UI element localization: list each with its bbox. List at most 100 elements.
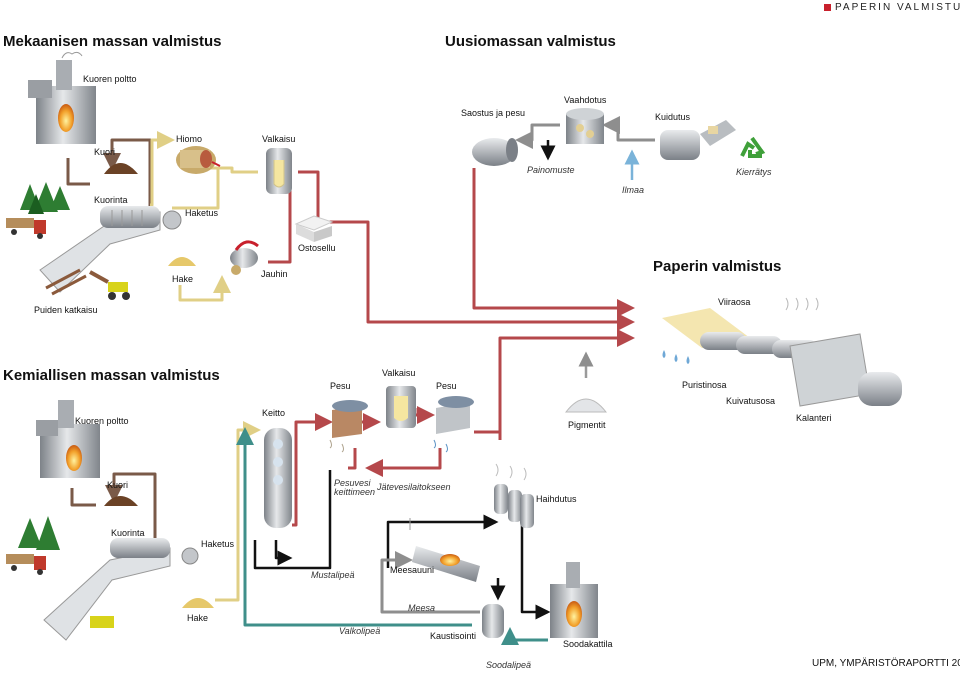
grinder-to-bleach-line xyxy=(210,166,258,174)
wastewater-line xyxy=(365,448,442,477)
header-marker xyxy=(824,4,831,11)
label-valkaisu: Valkaisu xyxy=(262,134,296,144)
label-chem-kuori: Kuori xyxy=(107,480,129,490)
section-title-chemical: Kemiallisen massan valmistus xyxy=(3,367,220,384)
market-pulp-icon xyxy=(294,215,334,242)
label-keittimeen: keittimeen xyxy=(334,487,376,497)
mech-pulp-line xyxy=(298,170,635,331)
label-kuoren-poltto: Kuoren poltto xyxy=(83,74,137,84)
wood-to-grinder-line xyxy=(150,131,175,207)
label-soodakattila: Soodakattila xyxy=(563,639,613,649)
label-ilmaa: Ilmaa xyxy=(622,185,645,195)
label-chem-kuorinta: Kuorinta xyxy=(111,528,145,538)
chipper-icon xyxy=(162,210,182,230)
label-saostus-ja-pesu: Saostus ja pesu xyxy=(461,108,526,118)
loader-icon xyxy=(89,270,130,300)
header-label: PAPERIN VALMISTUS xyxy=(835,2,960,13)
label-valkolipea: Valkolipeä xyxy=(339,626,381,636)
chem-truck-icon xyxy=(6,554,46,575)
refiner-pulp-line xyxy=(268,190,292,264)
causticizer-icon xyxy=(482,604,504,638)
label-pesu-1: Pesu xyxy=(330,381,351,391)
label-soodalipea: Soodalipeä xyxy=(486,660,532,670)
wash-drum-2-icon xyxy=(433,396,474,453)
chem-boiler-icon xyxy=(36,400,100,478)
recycle-icon xyxy=(740,136,766,158)
lime-kiln-icon xyxy=(409,518,480,582)
label-kalanteri: Kalanteri xyxy=(796,413,832,423)
truck-icon xyxy=(6,218,46,239)
bleach-tower-icon xyxy=(266,148,292,194)
wash-drum-icon xyxy=(472,138,518,166)
label-pesuvesi: Pesuvesi xyxy=(334,478,371,488)
label-chem-valkaisu: Valkaisu xyxy=(382,368,416,378)
label-kuori: Kuori xyxy=(94,147,116,157)
bleach-to-wash-line xyxy=(413,406,435,424)
flotation-tank-icon xyxy=(566,108,604,144)
label-chem-hake: Hake xyxy=(187,613,209,623)
chem-bleach-tower-icon xyxy=(386,386,416,428)
label-painomuste: Painomuste xyxy=(527,165,575,175)
bark-to-boiler-line xyxy=(66,158,90,186)
debarking-drum-icon xyxy=(39,206,161,296)
chem-debarking-drum-icon xyxy=(43,538,199,641)
forest-icon xyxy=(20,182,70,214)
pigment-pile-icon xyxy=(564,351,608,413)
white-liquor-line xyxy=(236,427,472,627)
label-chem-kuoren-poltto: Kuoren poltto xyxy=(75,416,129,426)
evap-to-recovery-line xyxy=(520,522,551,620)
label-jatevesilaitokseen: Jätevesilaitokseen xyxy=(377,482,451,492)
boiler-icon xyxy=(28,51,96,144)
chem-bark-line xyxy=(105,472,157,540)
green-liquor-line xyxy=(501,627,548,645)
black-liquor-line xyxy=(253,470,332,570)
label-ostosellu: Ostosellu xyxy=(298,243,336,253)
chem-bark-pile-icon xyxy=(104,496,138,506)
grinder-feed-line xyxy=(172,168,220,210)
label-keitto: Keitto xyxy=(262,408,286,418)
bark-pile-icon xyxy=(104,163,138,174)
label-puristinosa: Puristinosa xyxy=(682,380,727,390)
black-liquor-evap-line xyxy=(386,514,499,568)
label-kierratys: Kierrätys xyxy=(736,167,772,177)
section-title-recycled: Uusiomassan valmistus xyxy=(445,33,616,50)
wash-drum-1-icon xyxy=(329,400,368,453)
evaporator-icon xyxy=(494,463,534,528)
chip-pile-icon xyxy=(168,257,196,266)
label-kaustisointi: Kaustisointi xyxy=(430,631,477,641)
washwater-line xyxy=(348,448,357,470)
label-kuivatusosa: Kuivatusosa xyxy=(726,396,776,406)
refiner-icon xyxy=(230,240,259,275)
bark-flow-line xyxy=(103,138,152,210)
chips-to-refiner-line xyxy=(178,275,231,302)
footer-report: UPM, YMPÄRISTÖRAPORTTI 2008 xyxy=(812,658,960,669)
chem-chips-line xyxy=(215,421,261,602)
label-meesa: Meesa xyxy=(408,603,436,613)
label-haihdutus: Haihdutus xyxy=(536,494,577,504)
label-mustalipea: Mustalipeä xyxy=(311,570,355,580)
chem-forest-icon xyxy=(18,516,60,550)
label-kuidutus: Kuidutus xyxy=(655,112,691,122)
label-kuorinta: Kuorinta xyxy=(94,195,128,205)
recovery-boiler-icon xyxy=(550,562,598,638)
label-jauhin: Jauhin xyxy=(261,269,288,279)
section-title-mechanical: Mekaanisen massan valmistus xyxy=(3,33,222,50)
label-meesauuni: Meesauuni xyxy=(390,565,435,575)
label-hake: Hake xyxy=(172,274,194,284)
chem-pulp-line xyxy=(498,329,635,440)
digester-icon xyxy=(264,428,292,528)
section-title-paper: Paperin valmistus xyxy=(653,258,782,275)
label-chem-haketus: Haketus xyxy=(201,539,235,549)
digester-to-wash-line xyxy=(292,413,333,527)
label-viiraosa: Viiraosa xyxy=(718,297,751,307)
label-pigmentit: Pigmentit xyxy=(568,420,606,430)
footer: UPM, YMPÄRISTÖRAPORTTI 200815 xyxy=(812,657,960,669)
label-haketus: Haketus xyxy=(185,208,219,218)
paper-machine-icon xyxy=(662,297,902,407)
recycled-pulp-line xyxy=(472,168,635,317)
grinder-icon xyxy=(176,146,221,174)
label-pesu-2: Pesu xyxy=(436,381,457,391)
lime-mud-line xyxy=(380,551,480,614)
label-puiden-katkaisu: Puiden katkaisu xyxy=(34,305,98,315)
